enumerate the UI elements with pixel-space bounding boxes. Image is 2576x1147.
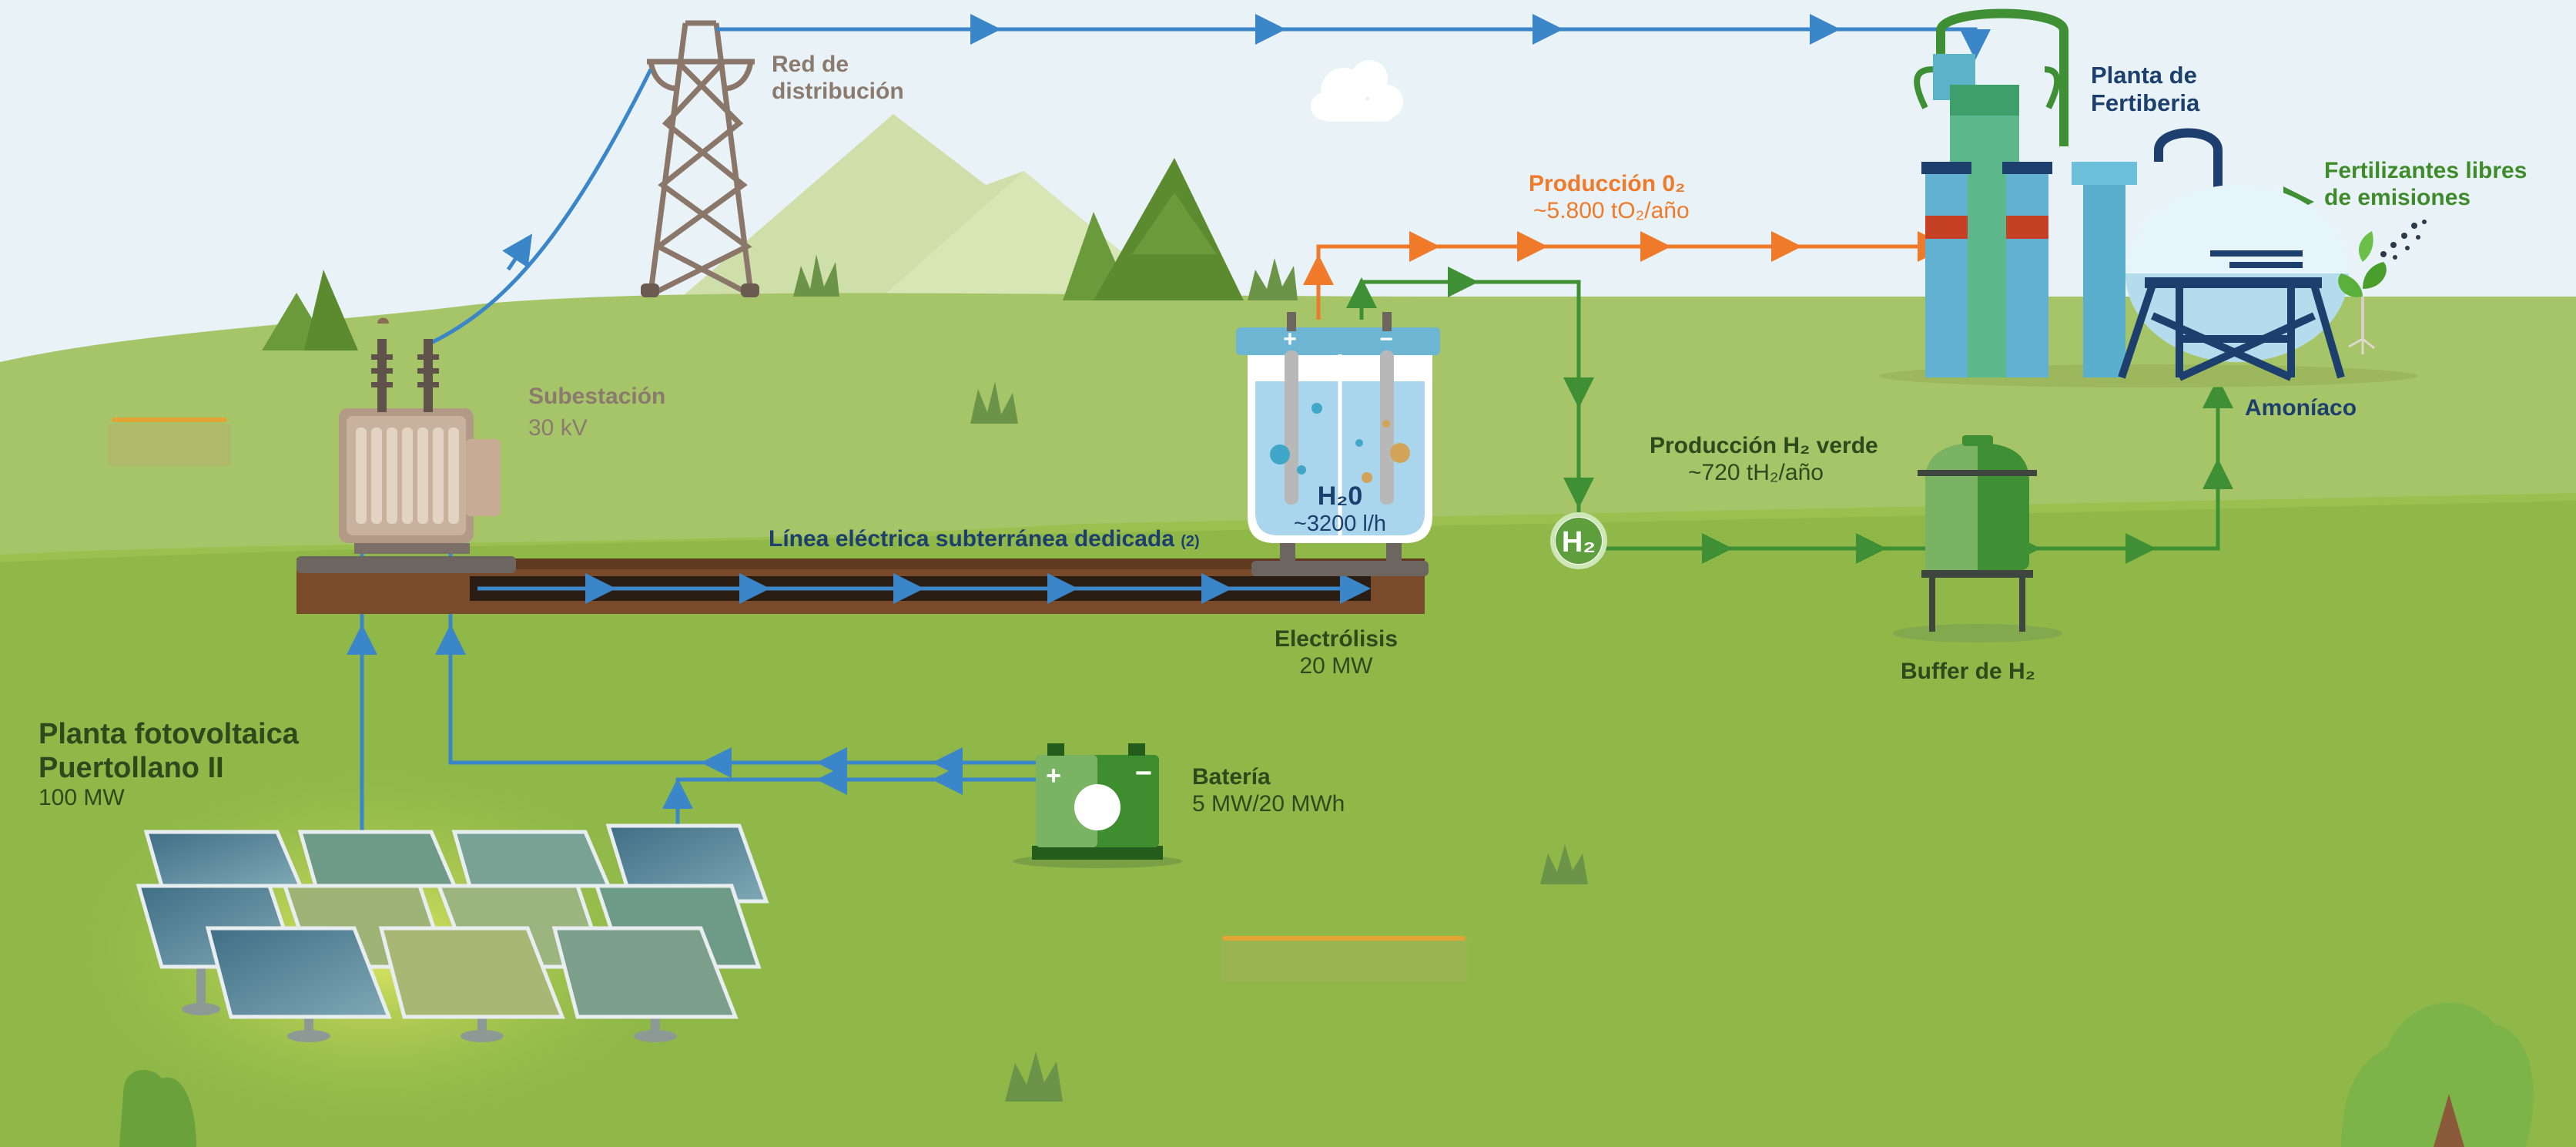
- tree-icon: [119, 1002, 2534, 1147]
- tree-icon: [262, 158, 1244, 350]
- fertilizers-label: Fertilizantes libres de emisiones: [2324, 158, 2527, 211]
- fertiberia-title-line2: Fertiberia: [2091, 89, 2200, 116]
- grid-label: Red de distribución: [772, 52, 904, 105]
- solar-panel-icon: [136, 823, 769, 1042]
- underground-trench: [296, 556, 1425, 614]
- battery-label: Batería 5 MW/20 MWh: [1192, 764, 1345, 817]
- substation-value: 30 kV: [528, 414, 588, 441]
- fertiberia-label: Planta de Fertiberia: [2091, 62, 2199, 116]
- electrolyzer-icon: [1236, 312, 1440, 576]
- fertilizers-title-line2: de emisiones: [2324, 184, 2471, 210]
- sprout-icon: [2338, 220, 2427, 354]
- oxygen-label: Producción 0₂ ~5.800 tO₂/año: [1529, 171, 1690, 224]
- battery-value: 5 MW/20 MWh: [1192, 790, 1345, 817]
- electrolyzer-label: Electrólisis 20 MW: [1190, 626, 1482, 679]
- substation-title: Subestación: [528, 384, 666, 409]
- pv-plant-title-line1: Planta fotovoltaica: [39, 718, 299, 750]
- ammonia-plant-icon: [1879, 8, 2418, 387]
- pv-plant-label: Planta fotovoltaica Puertollano II 100 M…: [39, 718, 299, 812]
- grid-label-line2: distribución: [772, 78, 904, 104]
- h2-node-icon: [1550, 512, 1607, 569]
- underground-line-text: Línea eléctrica subterránea dedicada: [769, 526, 1174, 552]
- electrolyzer-value: 20 MW: [1299, 652, 1373, 679]
- tower-icon: [647, 20, 755, 296]
- transformer-icon: [339, 317, 501, 554]
- electrolyzer-plus-icon: +: [1283, 327, 1297, 352]
- pv-plant-title-line2: Puertollano II: [39, 751, 224, 784]
- buffer-title: Buffer de H₂: [1901, 659, 2036, 684]
- hydrogen-line: [1346, 186, 2314, 564]
- underground-line-label: Línea eléctrica subterránea dedicada (2): [769, 526, 1200, 553]
- pv-plant-value: 100 MW: [39, 785, 125, 811]
- oxygen-line: [1303, 231, 1948, 320]
- fertilizers-title-line1: Fertilizantes libres: [2324, 158, 2527, 183]
- cloud-icon: [1311, 60, 1403, 122]
- electrolyzer-water: H₂0: [1317, 481, 1363, 511]
- h2-node-label: H₂: [1562, 526, 1596, 558]
- electrolyzer-water-flow: ~3200 l/h: [1293, 511, 1387, 537]
- underground-line-note: (2): [1181, 533, 1200, 550]
- oxygen-value: ~5.800 tO₂/año: [1533, 197, 1690, 223]
- battery-title: Batería: [1192, 764, 1271, 790]
- battery-icon: + −: [1013, 743, 1182, 868]
- wheat-icon: [108, 418, 1467, 982]
- buffer-tank-icon: [1893, 435, 2062, 642]
- grass-icon: [793, 254, 1588, 1102]
- fertiberia-title-line1: Planta de: [2091, 62, 2197, 89]
- electrolyzer-title: Electrólisis: [1274, 626, 1399, 652]
- battery-plus-icon: +: [1046, 761, 1061, 790]
- electrolyzer-water-label: H₂0 ~3200 l/h: [1282, 481, 1398, 537]
- oxygen-title: Producción 0₂: [1529, 171, 1686, 196]
- hydrogen-label: Producción H₂ verde ~720 tH₂/año: [1650, 433, 1878, 486]
- buffer-label: Buffer de H₂: [1901, 659, 2035, 686]
- ammonia-title: Amoníaco: [2245, 395, 2357, 421]
- battery-minus-icon: −: [1135, 757, 1152, 790]
- ammonia-label: Amoníaco: [2245, 395, 2357, 422]
- grid-label-line1: Red de: [772, 52, 849, 77]
- electrolyzer-minus-icon: −: [1379, 327, 1393, 352]
- hydrogen-title: Producción H₂ verde: [1650, 433, 1878, 458]
- substation-label: Subestación 30 kV: [528, 384, 665, 441]
- hydrogen-value: ~720 tH₂/año: [1688, 459, 1824, 485]
